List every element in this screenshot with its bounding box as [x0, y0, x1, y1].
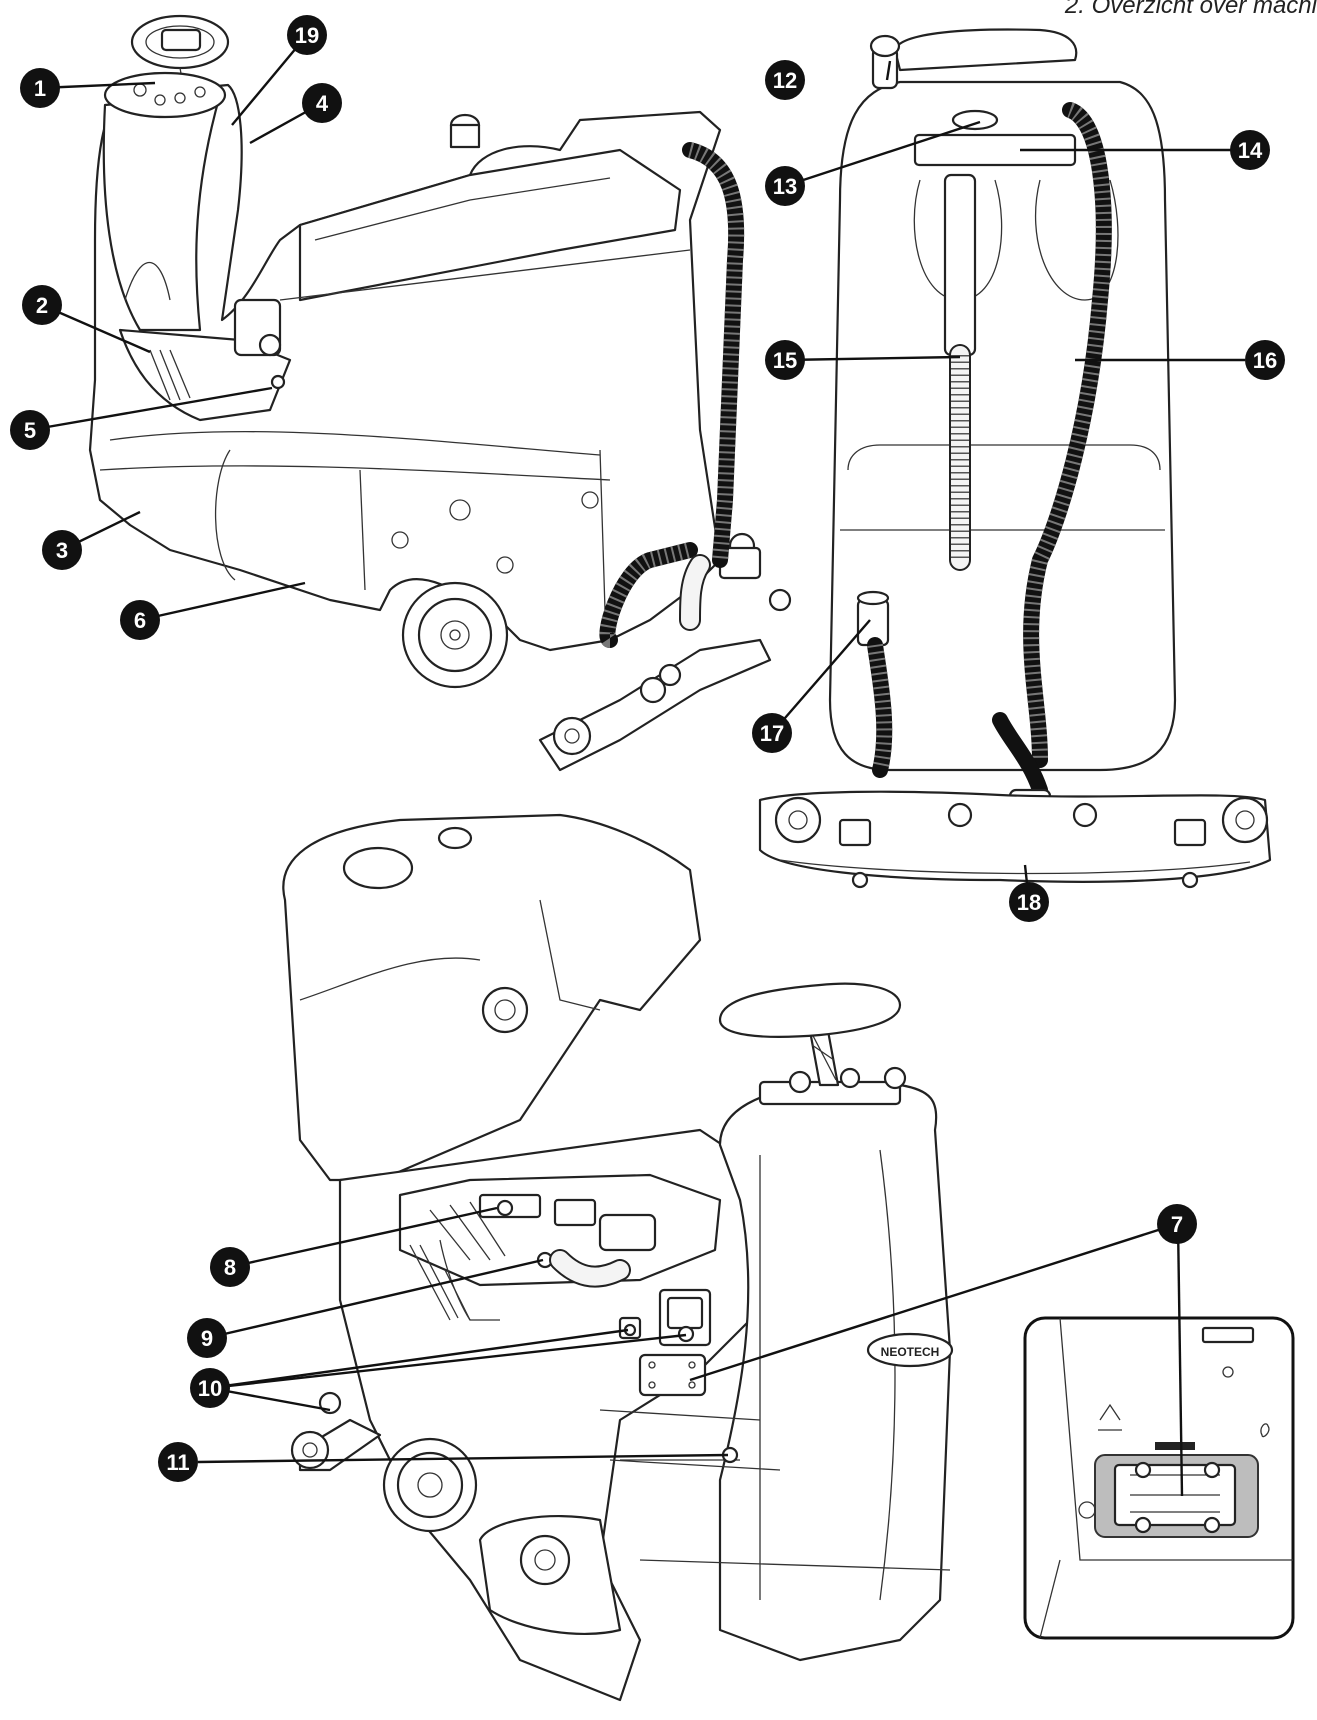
brand-logo-text: NEOTECH — [881, 1345, 940, 1359]
side-view — [88, 14, 792, 772]
svg-text:7: 7 — [1171, 1212, 1183, 1237]
svg-text:18: 18 — [1017, 890, 1041, 915]
callout-15: 15 — [765, 340, 805, 380]
callout-11: 11 — [158, 1442, 198, 1482]
rear-view — [758, 28, 1272, 889]
svg-text:5: 5 — [24, 418, 36, 443]
leader-lines — [29, 34, 1250, 1497]
callout-8: 8 — [210, 1247, 250, 1287]
svg-text:19: 19 — [295, 23, 319, 48]
svg-text:4: 4 — [316, 91, 329, 116]
svg-text:3: 3 — [56, 538, 68, 563]
callout-1: 1 — [20, 68, 60, 108]
callout-13: 13 — [765, 166, 805, 206]
svg-text:14: 14 — [1238, 138, 1263, 163]
callout-19: 19 — [287, 15, 327, 55]
brand-logo-badge — [866, 1332, 954, 1368]
callout-7: 7 — [1157, 1204, 1197, 1244]
svg-text:17: 17 — [760, 721, 784, 746]
svg-text:13: 13 — [773, 174, 797, 199]
fuse-inset — [1023, 1316, 1295, 1640]
callout-6: 6 — [120, 600, 160, 640]
svg-text:10: 10 — [198, 1376, 222, 1401]
callout-2: 2 — [22, 285, 62, 325]
callout-5: 5 — [10, 410, 50, 450]
svg-text:2: 2 — [36, 293, 48, 318]
callout-18: 18 — [1009, 882, 1049, 922]
svg-text:6: 6 — [134, 608, 146, 633]
callout-14: 14 — [1230, 130, 1270, 170]
section-heading: 2. Overzicht over machi — [1064, 0, 1317, 19]
svg-text:12: 12 — [773, 68, 797, 93]
callout-16: 16 — [1245, 340, 1285, 380]
svg-text:8: 8 — [224, 1255, 236, 1280]
svg-text:16: 16 — [1253, 348, 1277, 373]
callout-17: 17 — [752, 713, 792, 753]
svg-text:11: 11 — [166, 1450, 189, 1475]
svg-text:15: 15 — [773, 348, 797, 373]
callout-10: 10 — [190, 1368, 230, 1408]
callout-9: 9 — [187, 1318, 227, 1358]
open-view: NEOTECH — [282, 813, 954, 1702]
svg-text:9: 9 — [201, 1326, 213, 1351]
callout-4: 4 — [302, 83, 342, 123]
callout-12: 12 — [765, 60, 805, 100]
svg-text:1: 1 — [34, 76, 46, 101]
callout-3: 3 — [42, 530, 82, 570]
